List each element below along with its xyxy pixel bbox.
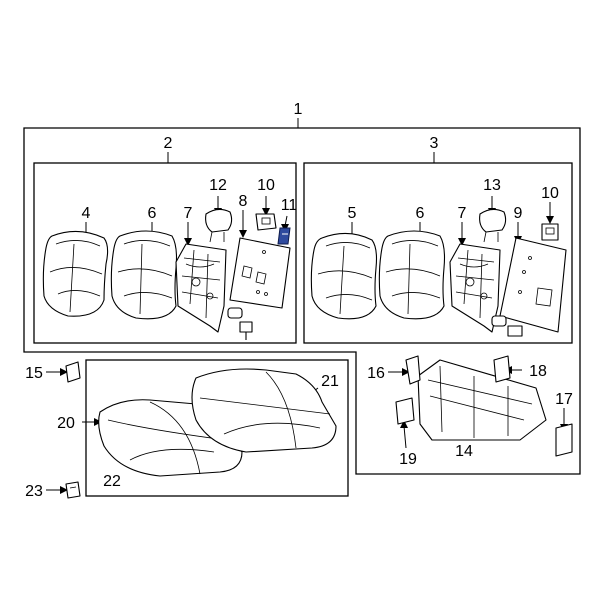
- back-board-part-8: [229, 237, 291, 309]
- callout-22: 22: [103, 473, 121, 490]
- latch-cover-part-10-left: [255, 213, 277, 231]
- callout-4: 4: [82, 205, 91, 222]
- callout-10-left: 10: [257, 177, 275, 194]
- callout-16: 16: [367, 365, 385, 382]
- headrest-part-13: [479, 208, 507, 243]
- seatback-frame-part-7-right: [449, 243, 501, 333]
- bracket-part-19: [395, 397, 415, 425]
- trim-cap-part-15: [65, 361, 81, 383]
- left-fasteners: [227, 307, 253, 340]
- callout-6-right: 6: [416, 205, 425, 222]
- seatback-frame-part-7-left: [175, 243, 227, 333]
- clip-part-23: [65, 481, 81, 499]
- callout-23: 23: [25, 483, 43, 500]
- latch-cover-part-10-right: [541, 223, 559, 241]
- bracket-part-17: [555, 423, 573, 457]
- assembly-outline-box: [23, 127, 581, 475]
- callout-6-left: 6: [148, 205, 157, 222]
- callout-1: 1: [294, 101, 303, 118]
- left-seatback-box: [33, 162, 297, 344]
- callout-15: 15: [25, 365, 43, 382]
- seatback-pad-part-6-right: [378, 230, 446, 320]
- callout-14: 14: [455, 443, 473, 460]
- bracket-part-18: [493, 355, 511, 383]
- callout-2: 2: [164, 135, 173, 152]
- right-seatback-box: [303, 162, 573, 344]
- callout-11: 11: [281, 197, 298, 214]
- back-board-part-9: [499, 237, 567, 333]
- cushion-pad-part-21: [191, 368, 337, 453]
- callout-7-left: 7: [184, 205, 193, 222]
- callout-8: 8: [239, 193, 248, 210]
- callout-19: 19: [399, 451, 417, 468]
- callout-21: 21: [321, 373, 339, 390]
- callout-3: 3: [430, 135, 439, 152]
- callout-7-right: 7: [458, 205, 467, 222]
- callout-18: 18: [529, 363, 547, 380]
- cushion-box: [85, 359, 349, 497]
- seatback-pad-part-6-left: [110, 230, 178, 320]
- callout-9: 9: [514, 205, 523, 222]
- callout-13: 13: [483, 177, 501, 194]
- callout-17: 17: [555, 391, 573, 408]
- seatback-cover-part-4: [42, 230, 109, 317]
- callout-12: 12: [209, 177, 227, 194]
- callout-10-right: 10: [541, 185, 559, 202]
- bracket-part-16: [405, 355, 421, 385]
- seatback-cover-part-5: [310, 232, 378, 320]
- callout-5: 5: [348, 205, 357, 222]
- callout-20: 20: [57, 415, 75, 432]
- highlighted-bezel-part-11: [277, 227, 291, 245]
- frame-part-14: [417, 359, 547, 441]
- callout-labels: 1 2 3 4 6 7 8 12 10 11 5 6 7 9 13 10 15 …: [25, 101, 573, 500]
- headrest-part-12: [205, 208, 233, 243]
- right-fasteners: [491, 315, 523, 337]
